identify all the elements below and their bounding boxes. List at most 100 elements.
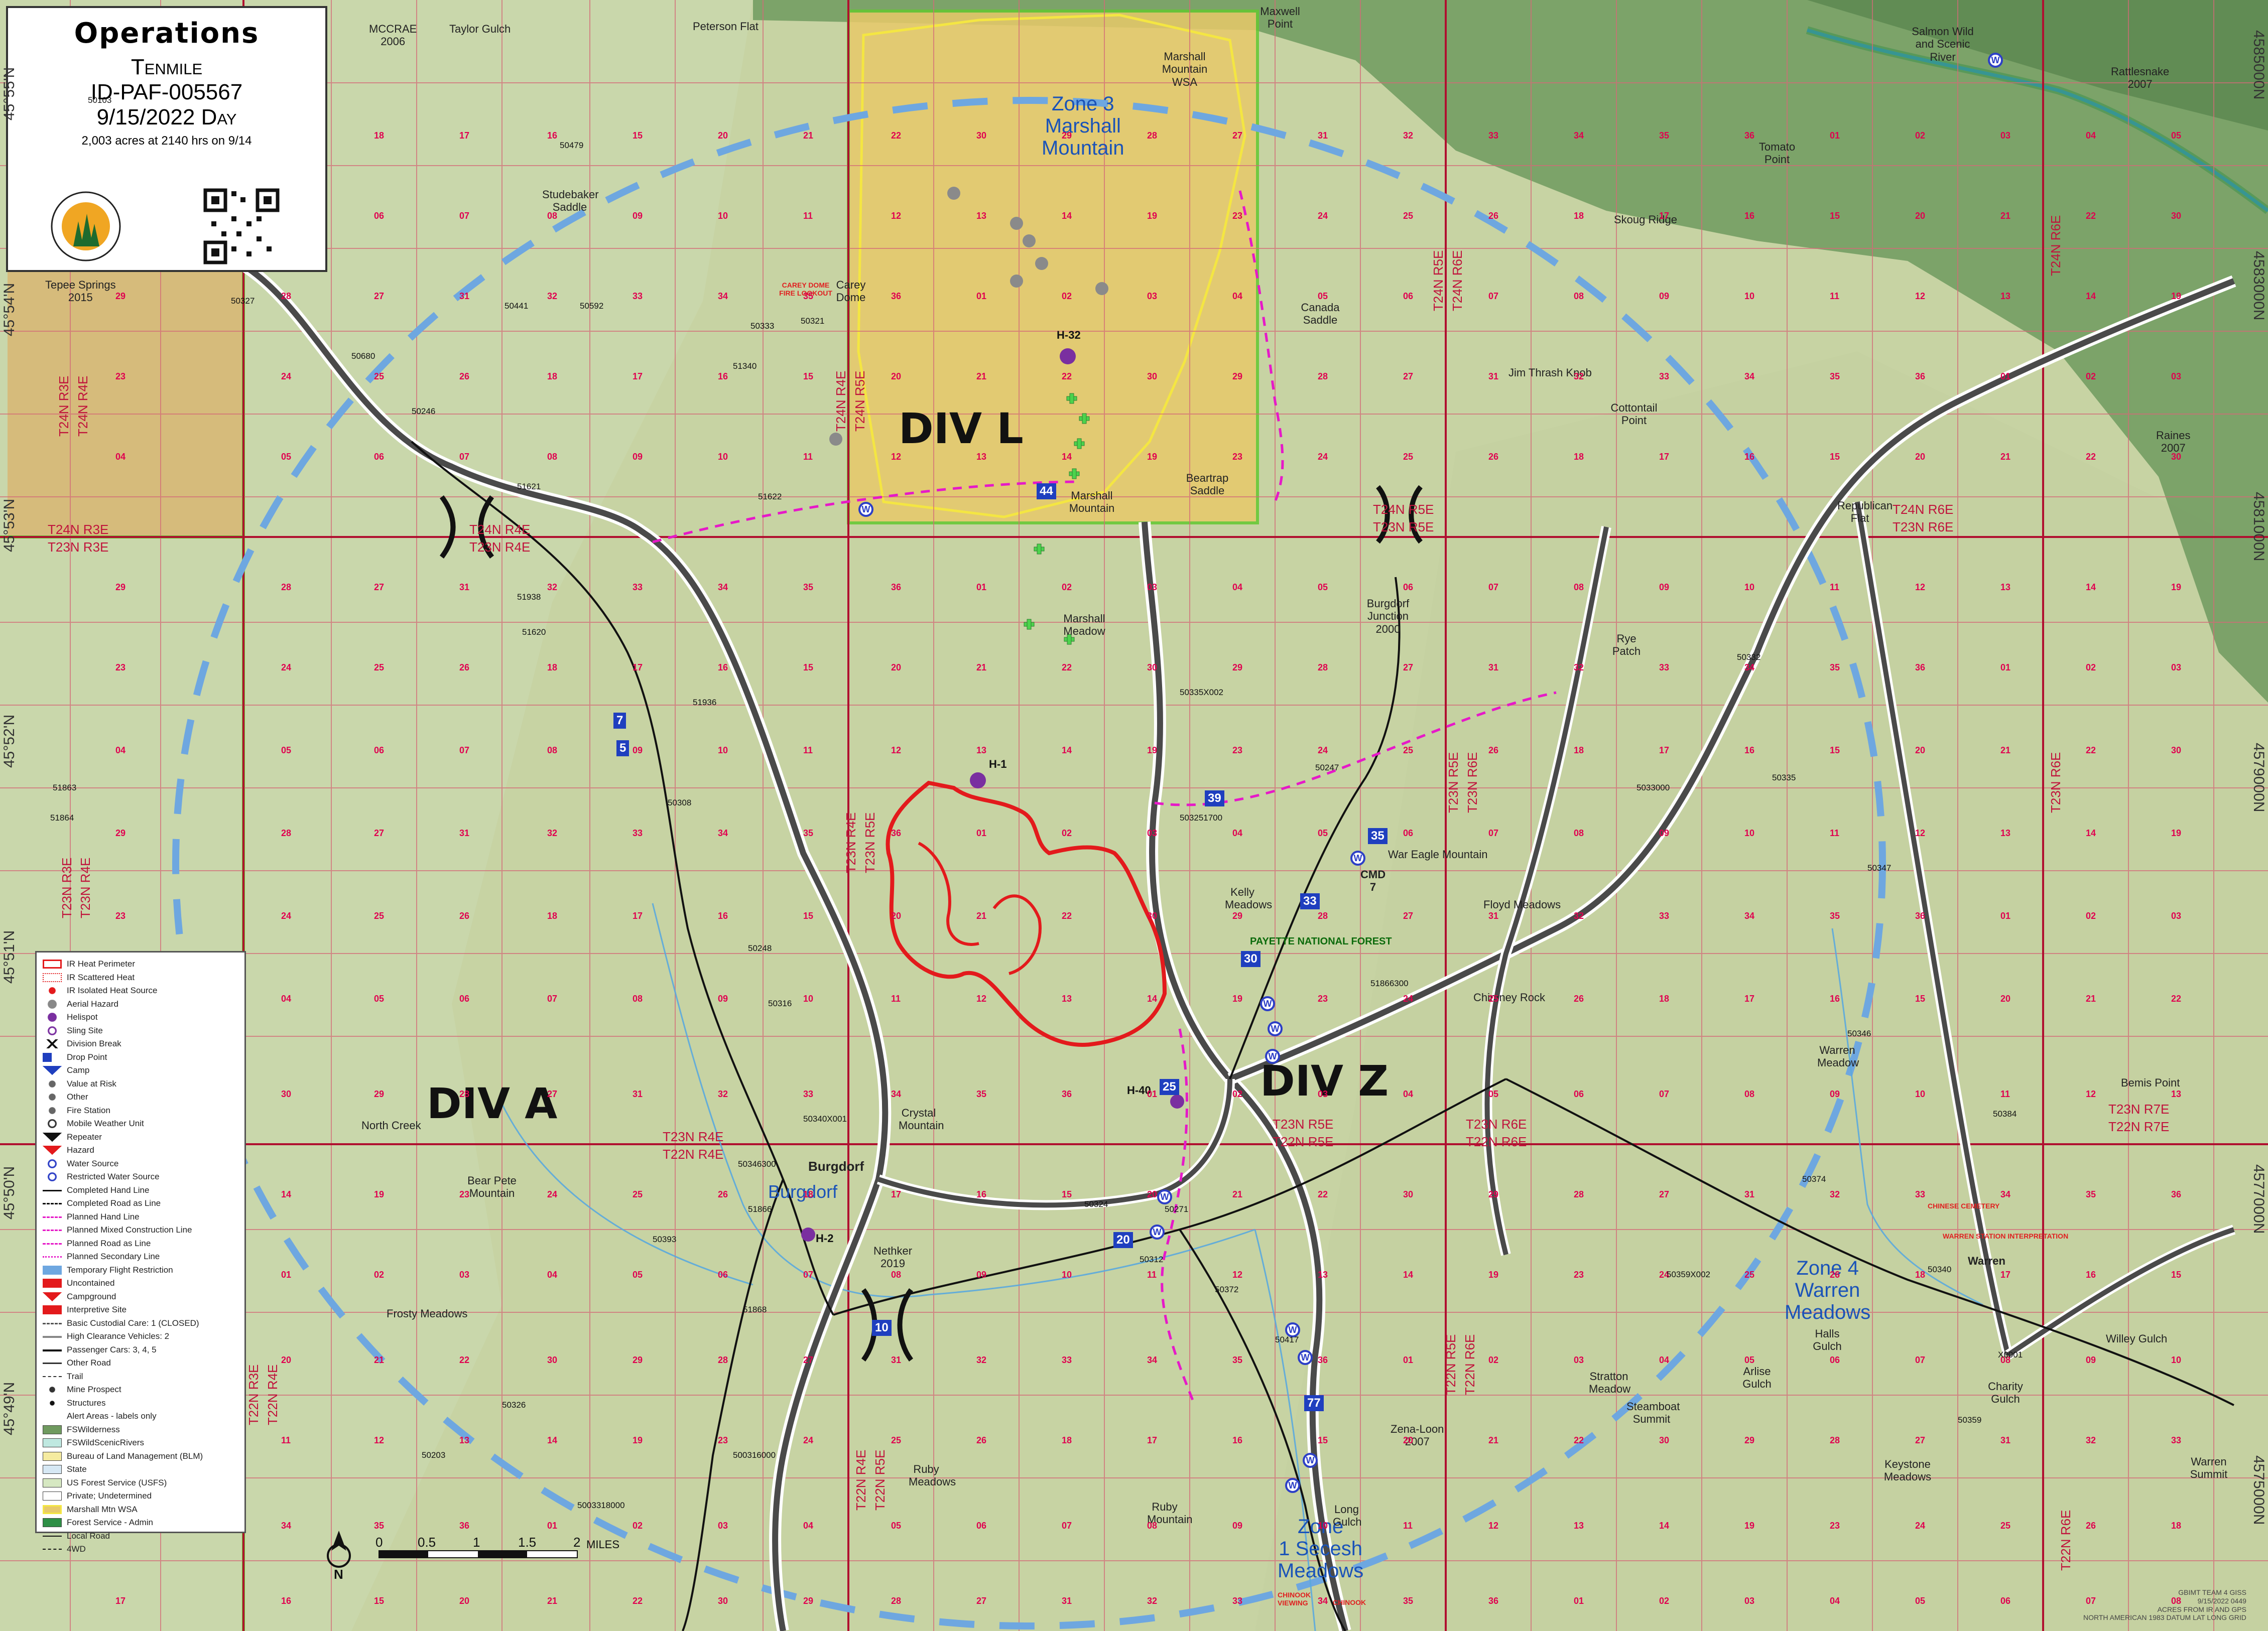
section-number: 08	[1574, 291, 1584, 301]
water-source-icon[interactable]: W	[1150, 1225, 1165, 1240]
legend-item: High Clearance Vehicles: 2	[43, 1330, 238, 1343]
twp-v-t22n-r6e-b: T22N R6E	[2058, 1510, 2073, 1571]
twp-v-t24n-r4e-b: T24N R4E	[833, 370, 848, 432]
map-credits: GBIMT TEAM 4 GISS 9/15/2022 0449 ACRES F…	[2083, 1588, 2246, 1622]
section-number: 35	[1830, 662, 1840, 672]
drop-point-33[interactable]: 33	[1300, 893, 1320, 909]
place-tomato-point: Tomato Point	[1758, 141, 1796, 166]
water-source-icon[interactable]: W	[1268, 1021, 1283, 1036]
section-number: 16	[2086, 1270, 2096, 1280]
section-number: 30	[2171, 745, 2182, 755]
wilderness-area	[753, 0, 2268, 703]
section-number: 32	[1574, 662, 1584, 672]
north-arrow-icon	[327, 1531, 351, 1568]
section-number: 22	[1318, 1189, 1328, 1199]
section-number: 28	[1318, 911, 1328, 921]
water-source-icon[interactable]: W	[1298, 1350, 1313, 1365]
twp-v-t22n-r3e: T22N R3E	[246, 1364, 261, 1425]
coord-left-4: 45°52'N	[1, 714, 18, 768]
section-number: 21	[2000, 211, 2011, 221]
section-number: 08	[1744, 1089, 1755, 1099]
drop-point-5[interactable]: 5	[616, 740, 629, 756]
section-number: 06	[1403, 582, 1414, 592]
drop-point-10[interactable]: 10	[872, 1320, 892, 1336]
section-number: 13	[1318, 1270, 1328, 1280]
legend-symbol-icon	[43, 1052, 52, 1062]
section-number: 14	[2086, 582, 2096, 592]
water-source-icon[interactable]: W	[1285, 1478, 1300, 1493]
section-number: 17	[633, 371, 643, 381]
water-source-icon[interactable]: W	[1157, 1189, 1172, 1204]
qr-code-icon[interactable]	[201, 186, 282, 266]
legend-label: Passenger Cars: 3, 4, 5	[67, 1344, 157, 1354]
drop-point-20[interactable]: 20	[1113, 1232, 1133, 1248]
road-id-label: 503251700	[1180, 813, 1223, 823]
section-number: 18	[1062, 1435, 1072, 1445]
legend-label: 4WD	[67, 1544, 86, 1554]
drop-point-7[interactable]: 7	[613, 713, 626, 729]
drop-point-39[interactable]: 39	[1205, 790, 1224, 806]
place-floyd-meadows: Floyd Meadows	[1483, 898, 1561, 911]
water-source-icon[interactable]: W	[1303, 1453, 1318, 1468]
legend-label: Planned Secondary Line	[67, 1252, 160, 1262]
twp-t23n-r3e: T23N R3E	[48, 539, 109, 555]
section-number: 28	[891, 1596, 902, 1606]
section-number: 17	[1659, 452, 1670, 462]
place-ruby-meadows: Ruby Meadows	[909, 1463, 956, 1488]
water-source-icon[interactable]: W	[1988, 53, 2003, 68]
section-number: 24	[1915, 1521, 1926, 1531]
legend-symbol-icon	[43, 1376, 62, 1381]
legend-symbol-icon	[43, 1203, 62, 1208]
section-number: 09	[2086, 1355, 2096, 1365]
section-number: 17	[1744, 994, 1755, 1004]
fire-perimeter-inner	[918, 842, 1042, 975]
drop-point-25[interactable]: 25	[1160, 1079, 1179, 1095]
section-number: 36	[891, 582, 902, 592]
legend-symbol-icon	[43, 986, 62, 996]
chinook-viewing-label: CHINOOK VIEWING	[1278, 1591, 1311, 1607]
section-number: 05	[1318, 582, 1328, 592]
section-number: 32	[1147, 1596, 1158, 1606]
section-number: 04	[547, 1270, 558, 1280]
section-number: 19	[374, 1189, 385, 1199]
drop-point-30[interactable]: 30	[1241, 951, 1261, 967]
road-id-label: 50393	[653, 1235, 677, 1244]
water-source-icon[interactable]: W	[1265, 1049, 1280, 1064]
water-source-icon[interactable]: W	[1285, 1322, 1300, 1337]
place-zena-loon-year: 2007	[1405, 1435, 1430, 1448]
section-number: 23	[115, 662, 126, 672]
section-number: 30	[547, 1355, 558, 1365]
legend-label: Structures	[67, 1398, 106, 1408]
section-number: 17	[1659, 211, 1670, 221]
water-source-icon[interactable]: W	[858, 502, 873, 517]
place-bear-pete-mountain: Bear Pete Mountain	[467, 1174, 517, 1200]
drop-point-35[interactable]: 35	[1368, 828, 1388, 844]
place-raines: Raines 2007	[2156, 429, 2190, 455]
section-number: 11	[2000, 1089, 2010, 1099]
water-source-icon[interactable]: W	[1260, 996, 1275, 1011]
section-number: 28	[459, 1089, 470, 1099]
section-number: 31	[1318, 130, 1328, 141]
place-chimney-rock: Chimney Rock	[1473, 991, 1546, 1004]
section-number: 30	[1147, 371, 1158, 381]
section-number: 14	[1659, 1521, 1670, 1531]
section-number: 29	[1232, 371, 1243, 381]
drop-point-44[interactable]: 44	[1037, 483, 1056, 499]
section-number: 19	[1232, 994, 1243, 1004]
drop-point-77[interactable]: 77	[1304, 1395, 1324, 1411]
water-source-icon[interactable]: W	[1350, 851, 1365, 866]
place-raines-name: Raines	[2156, 429, 2191, 442]
section-number: 24	[281, 371, 292, 381]
legend-item: Local Road	[43, 1530, 238, 1543]
section-number: 06	[2000, 1596, 2011, 1606]
section-number: 22	[1062, 662, 1072, 672]
section-number: 21	[2086, 994, 2096, 1004]
legend-label: Value at Risk	[67, 1078, 116, 1089]
place-beartrap-saddle: Beartrap Saddle	[1186, 472, 1229, 497]
place-frosty-meadows: Frosty Meadows	[387, 1307, 468, 1320]
legend-label: Local Road	[67, 1531, 110, 1541]
road-id-label: 50335X002	[1180, 688, 1223, 697]
helispot-h1-label: H-1	[989, 758, 1007, 770]
